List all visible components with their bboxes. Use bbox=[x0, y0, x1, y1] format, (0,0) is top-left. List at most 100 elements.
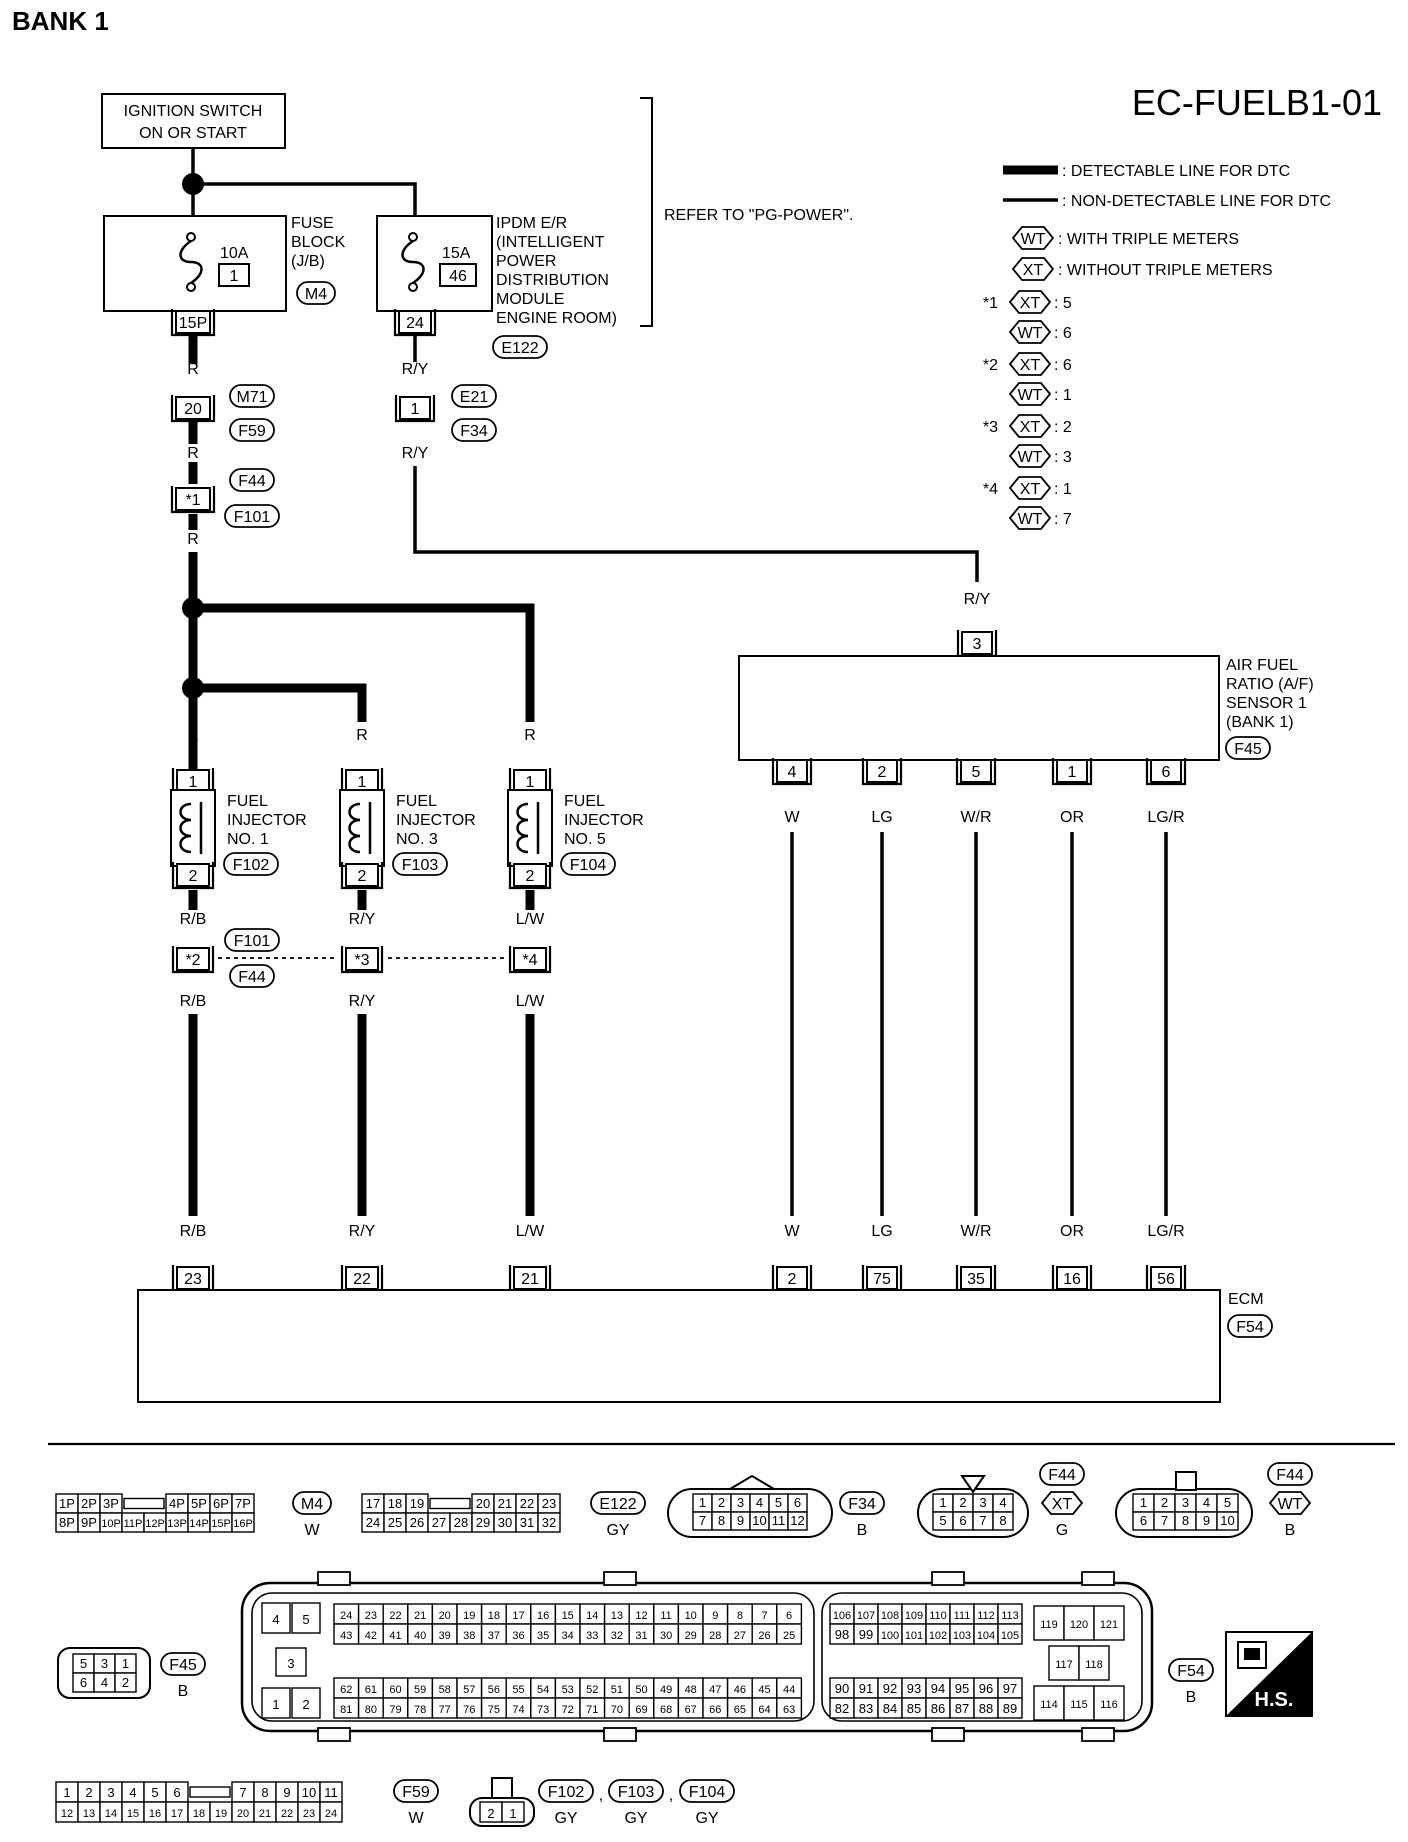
f44xt-hex-outline bbox=[1040, 1491, 1084, 1515]
inj-joint-tag-b: F44 bbox=[238, 969, 266, 986]
f54-cell-label: 67 bbox=[685, 1704, 697, 1716]
e122-cell-label: 26 bbox=[410, 1515, 424, 1530]
f59-cell-label: 22 bbox=[281, 1808, 293, 1820]
ecm-af-pin: 75 bbox=[873, 1271, 891, 1288]
legend-wt-text: : WITH TRIPLE METERS bbox=[1058, 231, 1239, 248]
injector-body bbox=[339, 789, 385, 867]
f54-cell-label: 59 bbox=[414, 1684, 426, 1696]
af-sensor-pin: 6 bbox=[1162, 764, 1171, 781]
f54-cell-label: 10 bbox=[685, 1610, 697, 1622]
f59-cell-label: 16 bbox=[149, 1808, 161, 1820]
f44xt-cell-label: 6 bbox=[959, 1513, 966, 1528]
e122-cell-label: 19 bbox=[410, 1496, 424, 1511]
f54-cell-label: 46 bbox=[734, 1684, 746, 1696]
injector-pin-bottom-bracket bbox=[340, 862, 384, 890]
injector-color-low: L/W bbox=[516, 993, 545, 1010]
f54-cell-label: 56 bbox=[488, 1684, 500, 1696]
refer-bracket bbox=[640, 97, 653, 327]
injector-pin-bottom-box bbox=[345, 863, 379, 887]
fuse-block-label: (J/B) bbox=[291, 253, 325, 270]
injector-name: FUEL bbox=[564, 793, 605, 810]
inj-joint-tag-a: F101 bbox=[234, 933, 271, 950]
f44xt-cell-label: 2 bbox=[959, 1495, 966, 1510]
f44wt-cell-label: 6 bbox=[1140, 1513, 1147, 1528]
f44xt-cell bbox=[992, 1511, 1014, 1531]
e122-cell-label: 30 bbox=[498, 1515, 512, 1530]
f54-tag-outline bbox=[1168, 1658, 1214, 1682]
fuse-terminal bbox=[408, 232, 418, 242]
e122-cell bbox=[537, 1512, 561, 1533]
e122-cell-label: 20 bbox=[476, 1496, 490, 1511]
f59-cell-label: 6 bbox=[173, 1785, 180, 1800]
f44wt-cell-label: 8 bbox=[1182, 1513, 1189, 1528]
f54-cell-label: 60 bbox=[389, 1684, 401, 1696]
f59-cell bbox=[319, 1801, 343, 1823]
f54-cell-label: 66 bbox=[709, 1704, 721, 1716]
legend-note-wt-outline bbox=[1008, 444, 1052, 468]
ipdm-feed-wire bbox=[193, 182, 417, 228]
f54-cell-label: 108 bbox=[881, 1610, 899, 1622]
af-sensor-connector-outline bbox=[1225, 736, 1271, 760]
hs-badge-fill bbox=[1226, 1632, 1312, 1716]
joint-e21-pin: 1 bbox=[411, 401, 420, 418]
f54-cell-label: 21 bbox=[414, 1610, 426, 1622]
injector-pin-bottom: 2 bbox=[358, 868, 367, 885]
f54-cell-label: 92 bbox=[883, 1681, 897, 1696]
f54-tag: F54 bbox=[1177, 1663, 1205, 1680]
ecm-af-pin: 35 bbox=[967, 1271, 985, 1288]
ipdm-num: 46 bbox=[449, 268, 467, 285]
f54-cell-label: 112 bbox=[977, 1610, 995, 1622]
f59-cell-label: 19 bbox=[215, 1808, 227, 1820]
injector-joint-pin-box bbox=[176, 947, 210, 971]
ecm-injector-pin: 23 bbox=[184, 1271, 202, 1288]
hs-badge-label: H.S. bbox=[1255, 1689, 1294, 1711]
e122-cell-label: 28 bbox=[454, 1515, 468, 1530]
joint-e21-tag-b: F34 bbox=[460, 423, 488, 440]
f54-cell-label: 50 bbox=[635, 1684, 647, 1696]
f54-cell-label: 82 bbox=[835, 1701, 849, 1716]
injector-name: INJECTOR bbox=[564, 812, 644, 829]
joint-1-tag-b-outline bbox=[224, 504, 280, 528]
f34-cell-label: 1 bbox=[699, 1495, 706, 1510]
af-sensor-pin: 5 bbox=[972, 764, 981, 781]
f54-cell-label: 102 bbox=[929, 1630, 947, 1642]
m4-cell-label: 8P bbox=[59, 1515, 75, 1530]
f54-cell-label: 4 bbox=[272, 1612, 279, 1627]
injector-name: FUEL bbox=[396, 793, 437, 810]
legend-note-xt-value: : 5 bbox=[1054, 295, 1072, 312]
f54-cell-label: 107 bbox=[857, 1610, 875, 1622]
fuse-block-num-box bbox=[218, 263, 250, 287]
f54-cell-label: 100 bbox=[881, 1630, 899, 1642]
e122-cell-label: 18 bbox=[388, 1496, 402, 1511]
refer-note: REFER TO "PG-POWER". bbox=[664, 207, 853, 224]
inj-connector-pin: 2 bbox=[487, 1806, 494, 1821]
f54-cell-label: 28 bbox=[709, 1630, 721, 1642]
ry-color-2: R/Y bbox=[402, 445, 429, 462]
fuse-block-label: FUSE bbox=[291, 215, 334, 232]
e122-key bbox=[429, 1497, 471, 1510]
f59-cell-label: 5 bbox=[151, 1785, 158, 1800]
fuse-block-num: 1 bbox=[230, 268, 239, 285]
f59-cell-label: 14 bbox=[105, 1808, 117, 1820]
injector-pin-bottom-box bbox=[176, 863, 210, 887]
f45-color: B bbox=[178, 1683, 189, 1700]
m4-cell bbox=[231, 1512, 255, 1533]
af-wire-color: LG bbox=[871, 809, 892, 826]
e122-color: GY bbox=[606, 1522, 629, 1539]
f34-cell-label: 3 bbox=[737, 1495, 744, 1510]
f44xt-cell-label: 5 bbox=[939, 1513, 946, 1528]
f54-cell-label: 105 bbox=[1001, 1630, 1019, 1642]
m4-cell-label: 15P bbox=[211, 1518, 231, 1530]
f54-cell-label: 48 bbox=[685, 1684, 697, 1696]
f54-cell-label: 78 bbox=[414, 1704, 426, 1716]
fuse-block-connector: M4 bbox=[305, 286, 327, 303]
f59-tag: F59 bbox=[402, 1784, 430, 1801]
f54-cell-label: 20 bbox=[439, 1610, 451, 1622]
f59-cell-label: 15 bbox=[127, 1808, 139, 1820]
af-sensor-box bbox=[738, 655, 1220, 761]
injector-pin-top: 1 bbox=[358, 774, 367, 791]
f59-color: W bbox=[408, 1810, 424, 1827]
injector-name: INJECTOR bbox=[396, 812, 476, 829]
e122-cell-label: 17 bbox=[366, 1496, 380, 1511]
f54-cell-label: 16 bbox=[537, 1610, 549, 1622]
